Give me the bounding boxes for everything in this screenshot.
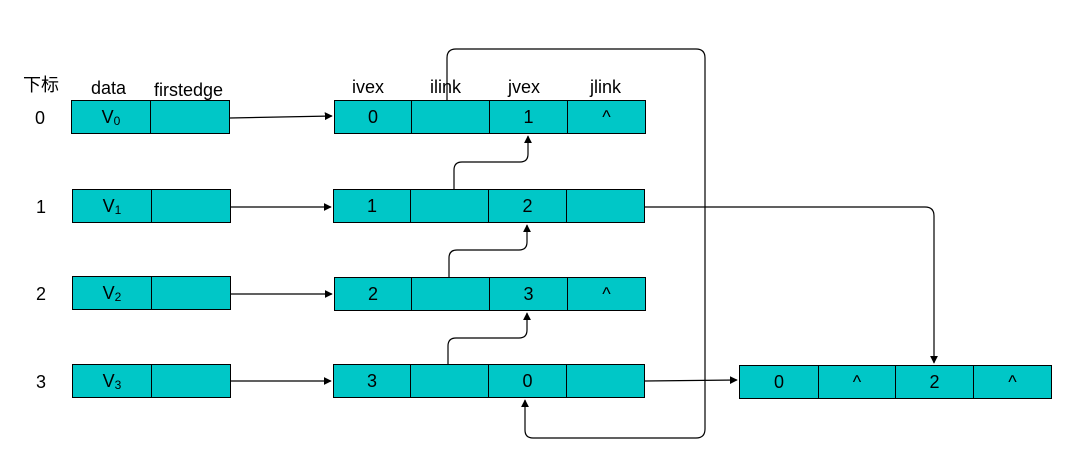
edge-3-jvex: 0 [488,364,567,398]
edge-0-ilink [411,100,490,134]
edge-1-jvex: 2 [488,189,567,223]
ilink-arrow-1 [453,135,532,189]
vertex-firstedge-cell-2 [151,276,231,310]
edge-0-ivex: 0 [334,100,412,134]
edge-4-jvex: 2 [895,365,974,399]
vertex-subscript: 1 [114,203,122,217]
vertex-subscript: 2 [114,290,122,304]
row-index-3: 3 [36,372,47,392]
edge-2-jlink: ^ [567,277,646,311]
firstedge-arrow-0 [229,112,333,121]
ilink-arrow-3 [447,312,531,364]
edge-1-ilink [410,189,489,223]
vertex-name: V [102,370,115,391]
vertex-name: V [102,282,115,303]
ilink-arrow-2 [448,224,531,277]
header-ilink: ilink [430,77,462,97]
vertex-subscript: 3 [114,378,122,392]
vertex-name: V [101,106,114,127]
header-index: 下标 [23,75,59,95]
vertex-firstedge-cell-3 [151,364,231,398]
header-ivex: ivex [352,77,385,97]
edge-2-ivex: 2 [334,277,412,311]
edge-2-ilink [411,277,490,311]
edge-4-ilink: ^ [818,365,896,399]
header-jlink: jlink [590,77,622,97]
ilink-arrow-loop [446,48,706,439]
edge-3-ilink [410,364,489,398]
vertex-subscript: 0 [113,114,121,128]
edge-4-jlink: ^ [973,365,1052,399]
vertex-name: V [102,195,115,216]
row-index-2: 2 [36,284,47,304]
edge-0-jlink: ^ [567,100,646,134]
edge-4-ivex: 0 [739,365,819,399]
edge-3-jlink [566,364,645,398]
jlink-arrow-3 [644,376,738,385]
header-jvex: jvex [508,77,541,97]
header-firstedge: firstedge [154,80,224,100]
edge-3-ivex: 3 [333,364,411,398]
vertex-firstedge-cell-0 [150,100,230,134]
header-data: data [91,78,127,98]
vertex-firstedge-cell-1 [151,189,231,223]
edge-1-jlink [566,189,645,223]
jlink-arrow-1 [645,206,938,364]
row-index-0: 0 [35,108,46,128]
edge-1-ivex: 1 [333,189,411,223]
row-index-1: 1 [36,197,47,217]
